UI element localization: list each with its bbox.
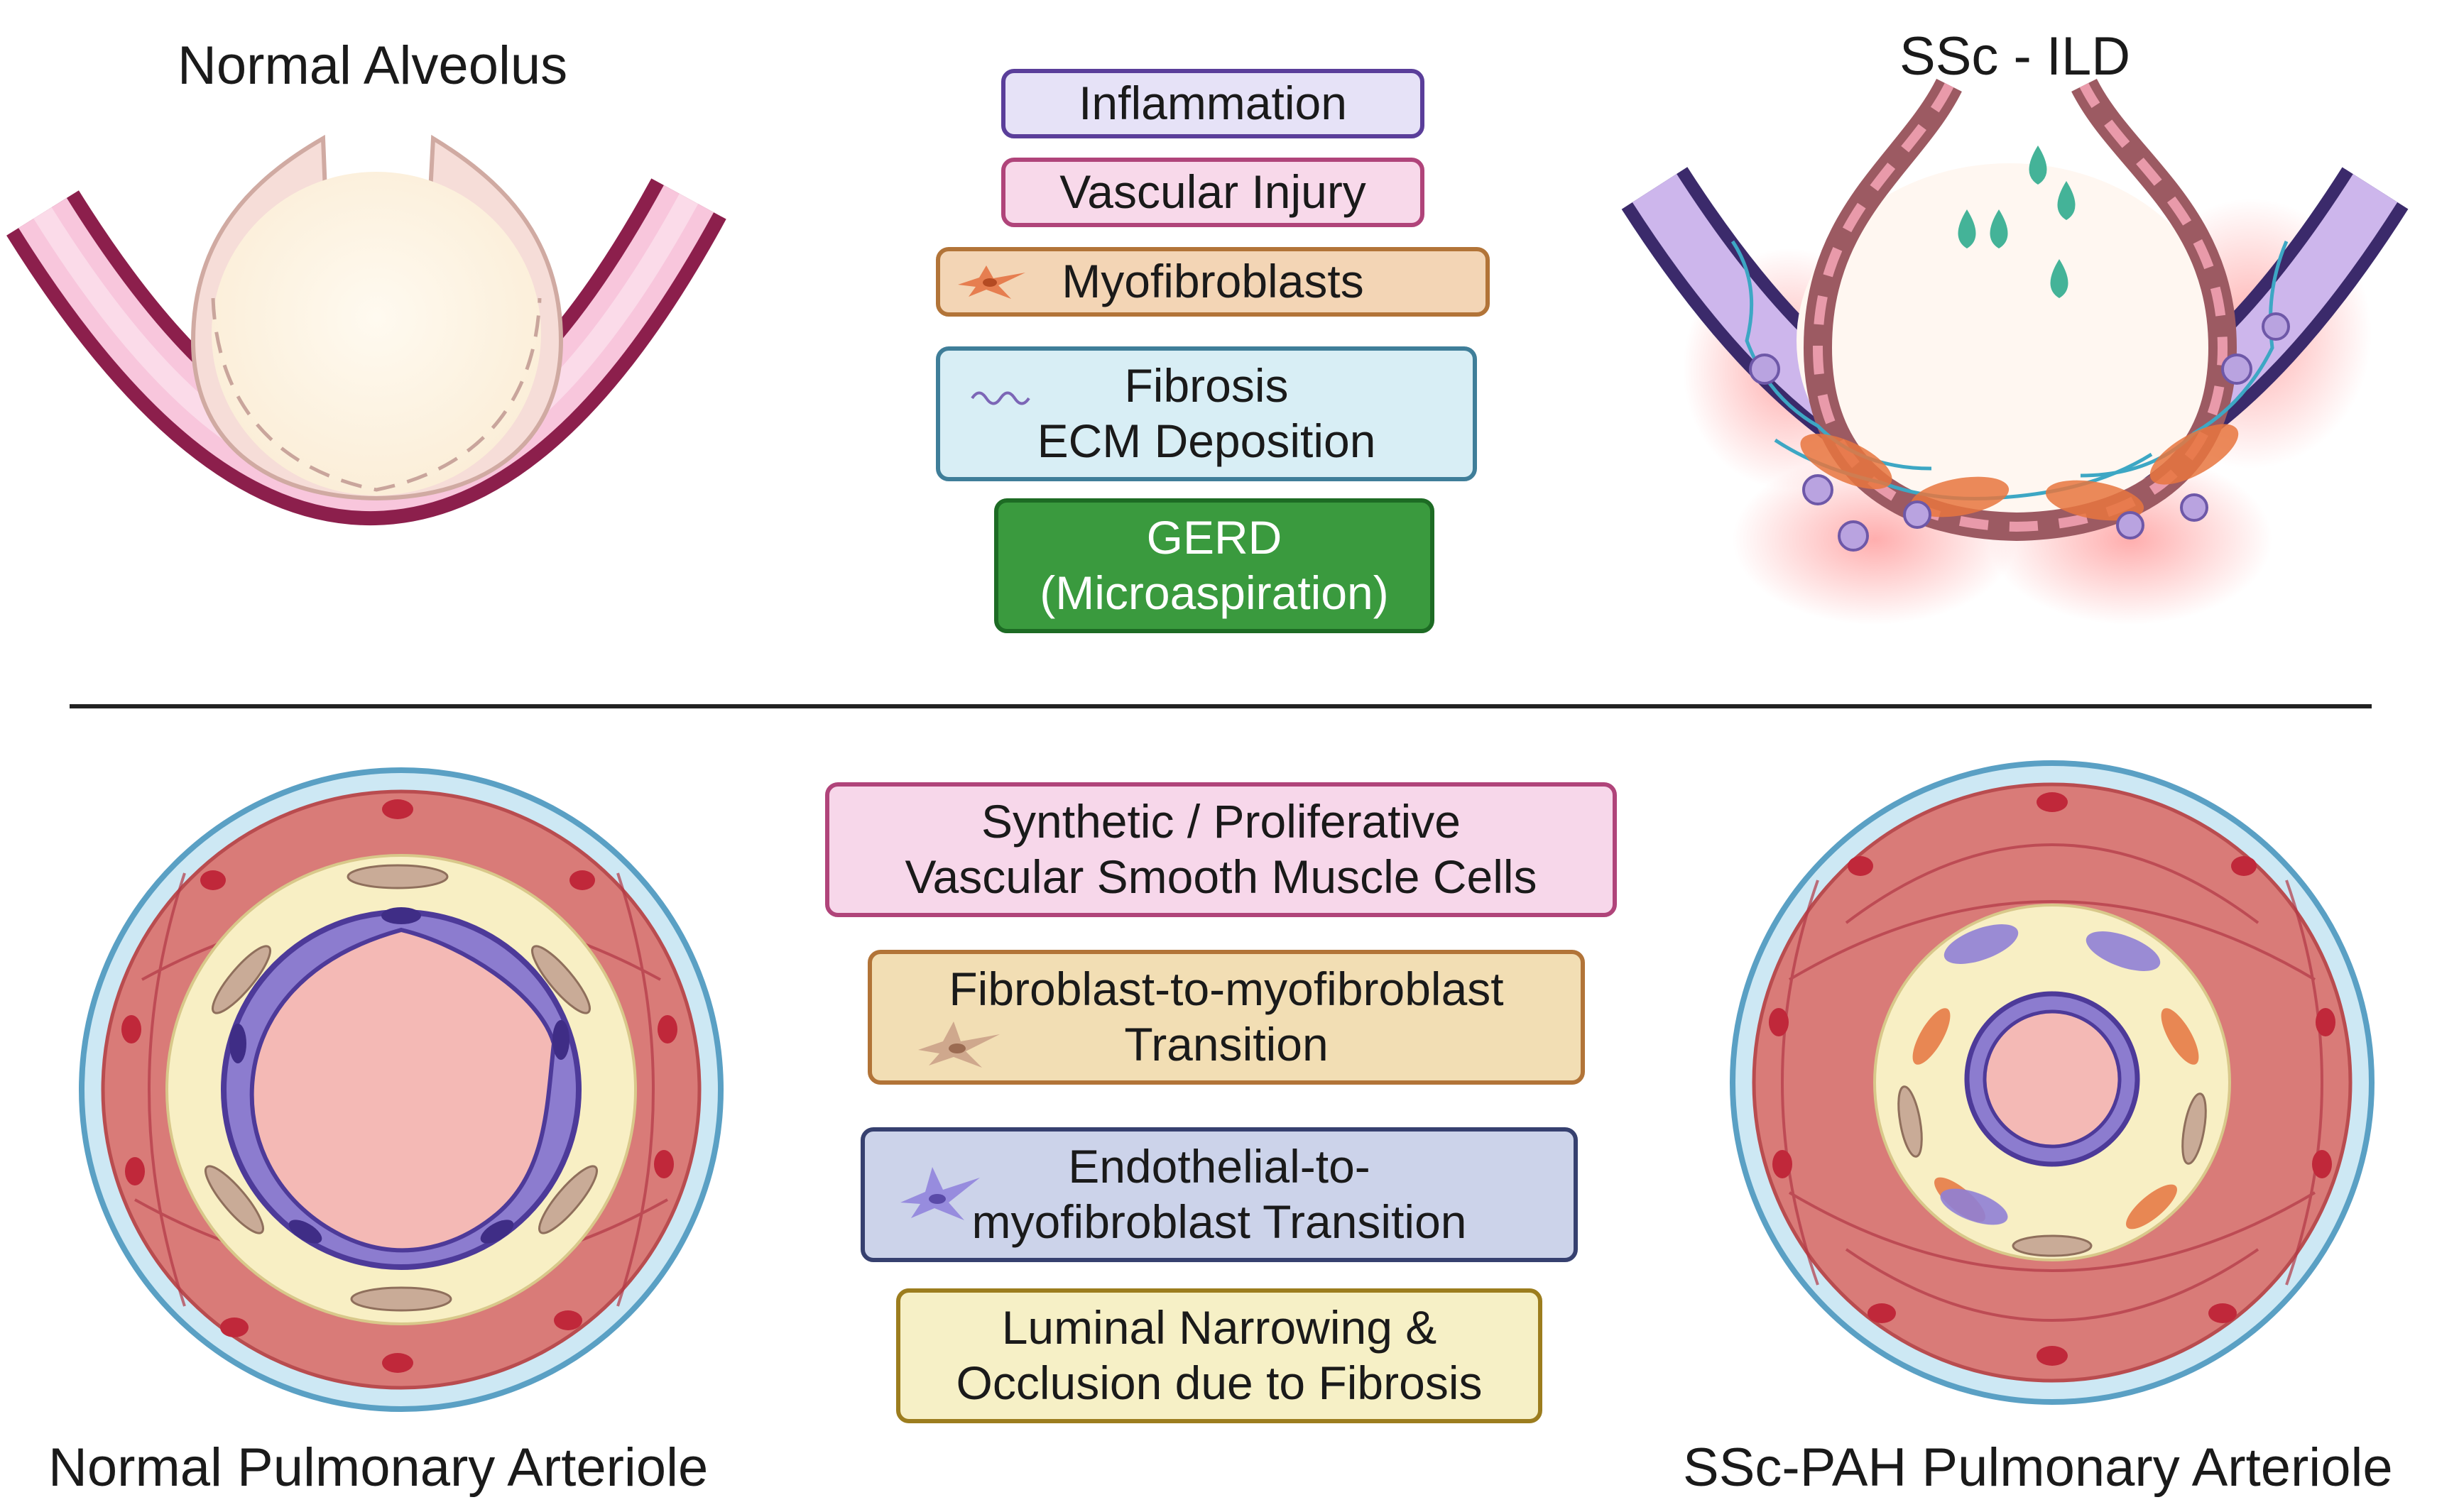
- myofibroblast-cell-icon: [958, 265, 1025, 299]
- legend-box-myofibroblasts: Myofibroblasts: [936, 247, 1490, 317]
- legend-label: Fibroblast-to-myofibroblast: [949, 963, 1504, 1016]
- endothelial-cell-icon: [900, 1167, 980, 1220]
- legend-label: Occlusion due to Fibrosis: [956, 1357, 1483, 1409]
- legend-box-smooth-muscle: Synthetic / Proliferative Vascular Smoot…: [825, 782, 1617, 917]
- legend-box-gerd: GERD (Microaspiration): [994, 498, 1434, 633]
- legend-label: (Microaspiration): [1040, 566, 1389, 619]
- legend-box-inflammation: Inflammation: [1001, 69, 1424, 138]
- myofibroblasts-cluster: [1800, 424, 2239, 521]
- ssc-ild-illustration: [1621, 78, 2409, 625]
- legend-box-fibrosis: Fibrosis ECM Deposition: [936, 346, 1477, 481]
- microaspiration-droplets: [1958, 146, 2076, 298]
- legend-label: Myofibroblasts: [1062, 255, 1364, 308]
- pah-narrowed-lumen: [1983, 1009, 2122, 1149]
- arteriole-lumen: [249, 927, 557, 1253]
- normal-arteriole-illustration: [79, 767, 724, 1412]
- legend-label: Transition: [1124, 1018, 1329, 1070]
- legend-label: Luminal Narrowing &: [1001, 1301, 1437, 1354]
- legend-label: Inflammation: [1079, 77, 1347, 130]
- legend-label: myofibroblast Transition: [971, 1195, 1467, 1248]
- title-normal-arteriole: Normal Pulmonary Arteriole: [48, 1437, 709, 1498]
- legend-label: Endothelial-to-: [1068, 1140, 1370, 1193]
- ssc-pah-arteriole-illustration: [1730, 760, 2375, 1405]
- legend-label: Fibrosis: [1124, 359, 1289, 412]
- legend-box-vascular-injury: Vascular Injury: [1001, 158, 1424, 227]
- legend-box-luminal-narrowing: Luminal Narrowing & Occlusion due to Fib…: [896, 1288, 1542, 1423]
- title-ssc-pah-arteriole: SSc-PAH Pulmonary Arteriole: [1683, 1437, 2393, 1498]
- title-ssc-ild: SSc - ILD: [1899, 26, 2131, 87]
- legend-label: Synthetic / Proliferative: [981, 795, 1461, 848]
- normal-alveolus-illustration: [6, 134, 726, 525]
- legend-box-fibroblast-transition: Fibroblast-to-myofibroblast Transition: [868, 950, 1585, 1085]
- fiber-strand-icon: [971, 391, 1030, 405]
- ssc-alveolus-lumen: [1797, 163, 2223, 518]
- legend-box-endothelial-transition: Endothelial-to- myofibroblast Transition: [861, 1127, 1578, 1262]
- legend-label: Vascular Smooth Muscle Cells: [905, 850, 1537, 903]
- title-normal-alveolus: Normal Alveolus: [178, 35, 568, 96]
- legend-label: GERD: [1146, 511, 1282, 564]
- pah-endothelial-transition-cells: [1940, 924, 2161, 1225]
- inflammatory-cells: [1749, 312, 2290, 552]
- fibroblast-cell-icon: [918, 1021, 1000, 1068]
- legend-label: Vascular Injury: [1059, 165, 1366, 219]
- legend-label: ECM Deposition: [1037, 415, 1376, 467]
- alveolus-lumen: [212, 172, 541, 495]
